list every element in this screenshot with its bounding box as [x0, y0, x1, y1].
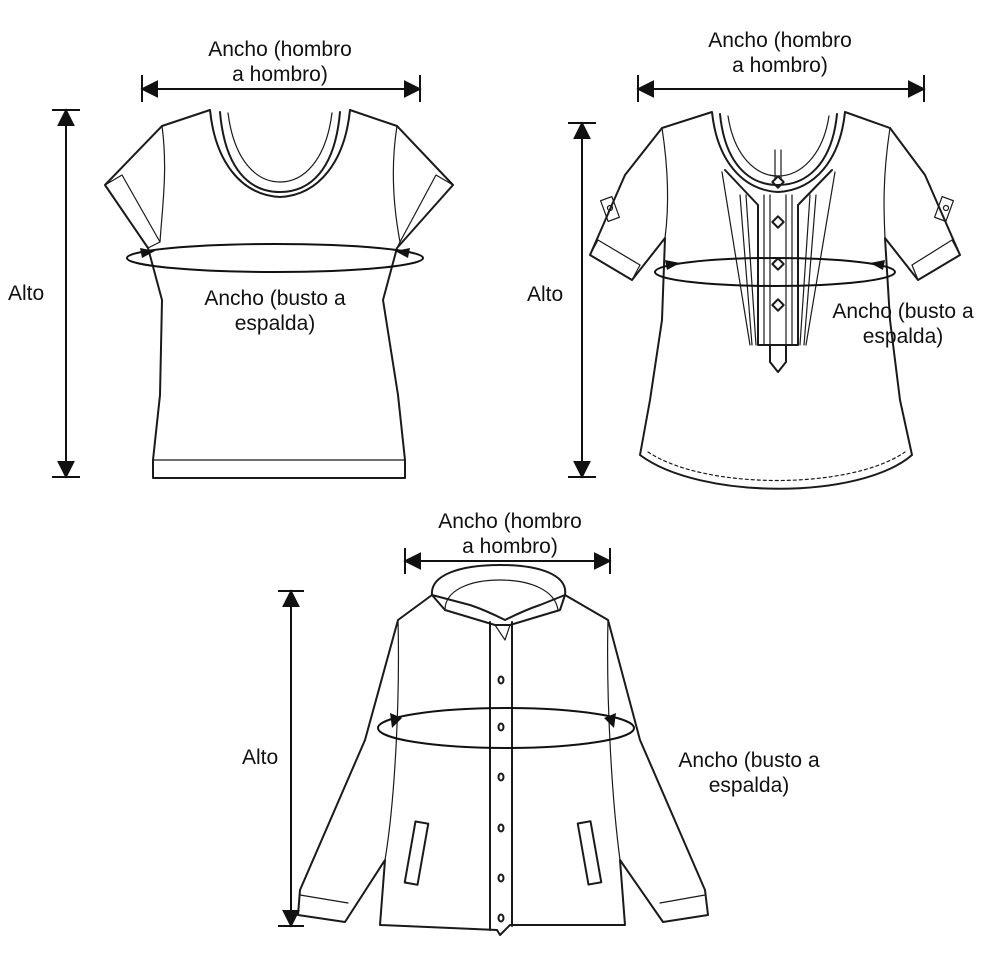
jacket-width-label: Ancho (hombro a hombro) [438, 510, 582, 558]
jacket-bust-ring [377, 707, 635, 749]
blouse-measurements [568, 75, 926, 479]
tshirt-drawing [104, 109, 454, 479]
blouse-bust-ring [654, 257, 896, 287]
jacket-drawing [297, 564, 709, 936]
tshirt-height-label: Alto [8, 282, 45, 305]
blouse-width-label: Ancho (hombro a hombro) [708, 29, 852, 77]
tshirt-width-label: Ancho (hombro a hombro) [208, 38, 352, 86]
blouse-drawing [589, 111, 961, 490]
tshirt-bust-ring [126, 243, 424, 273]
jacket-bust-label: Ancho (busto a espalda) [678, 749, 820, 797]
blouse-height-label: Alto [527, 283, 564, 306]
blouse-bust-label: Ancho (busto a espalda) [832, 300, 974, 348]
tshirt-bust-label: Ancho (busto a espalda) [204, 287, 346, 335]
jacket-measurements [278, 548, 635, 928]
jacket-height-label: Alto [242, 746, 279, 769]
tshirt-measurements [52, 75, 424, 479]
